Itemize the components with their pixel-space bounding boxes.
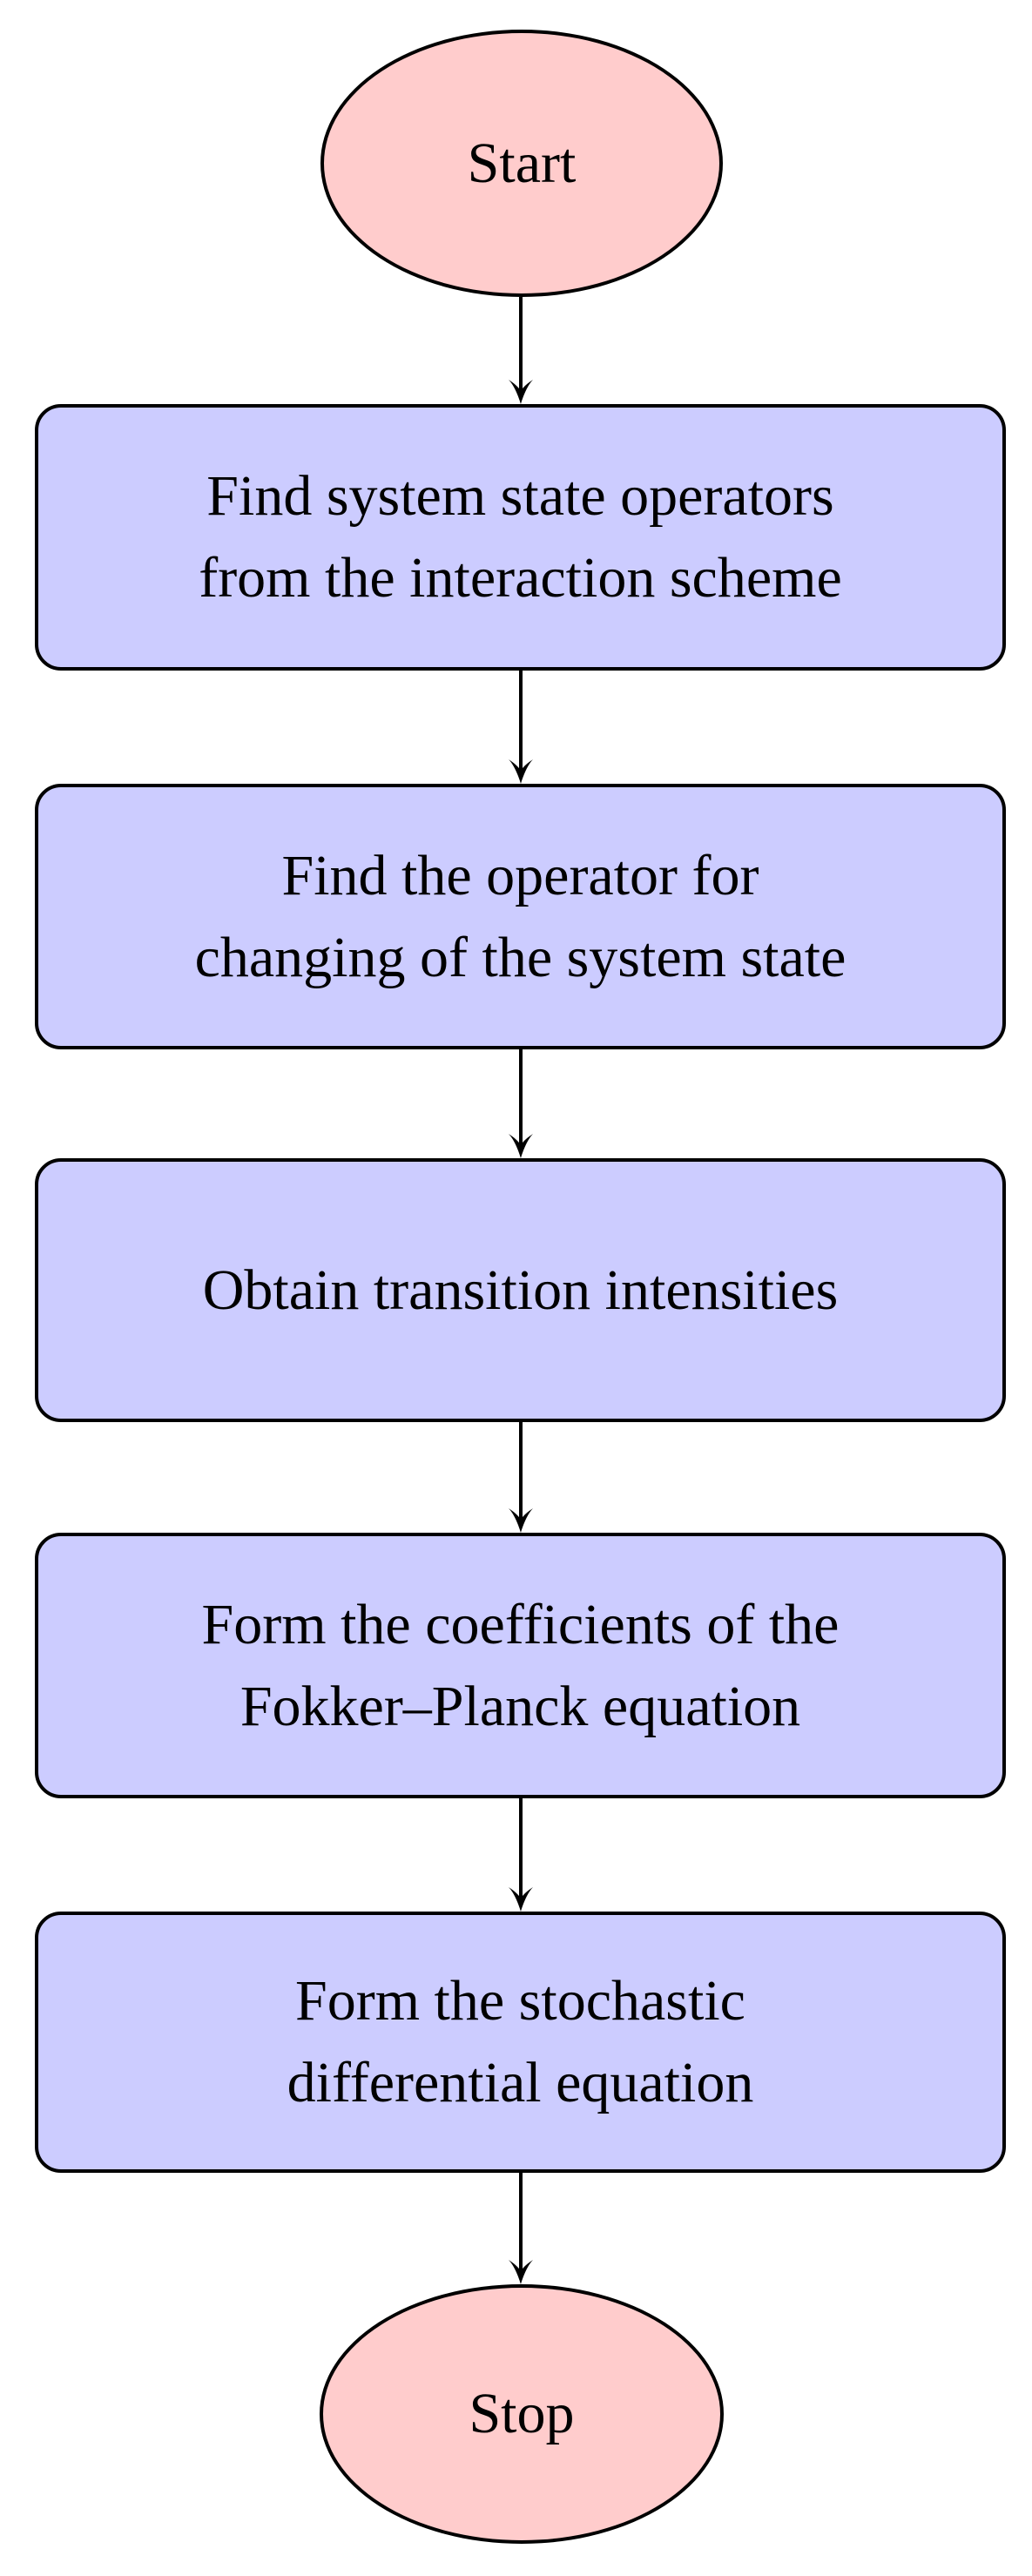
arrow-start-to-step1 [509, 297, 533, 404]
arrowhead-icon [509, 1134, 533, 1158]
process-step-3: Obtain transition intensities [35, 1158, 1006, 1422]
arrow-step3-to-step4 [509, 1422, 533, 1533]
process-step-5-line-2: differential equation [287, 2051, 754, 2114]
arrowhead-icon [509, 1508, 533, 1533]
process-step-4-line-2: Fokker–Planck equation [239, 1674, 801, 1738]
process-step-1: Find system state operators from the int… [35, 404, 1006, 671]
arrow-step5-to-stop [509, 2173, 533, 2284]
process-step-2: Find the operator for changing of the sy… [35, 784, 1006, 1049]
process-step-5-line-1: Form the stochastic [295, 1969, 745, 2033]
arrowhead-icon [509, 2260, 533, 2284]
stop-node: Stop [320, 2284, 724, 2544]
process-step-1-line-2: from the interaction scheme [199, 546, 842, 610]
stop-node-label: Stop [469, 2382, 575, 2445]
process-step-1-line-1: Find system state operators [206, 464, 834, 528]
process-step-2-line-2: changing of the system state [194, 925, 847, 989]
arrow-step2-to-step3 [509, 1049, 533, 1158]
process-step-4: Form the coefficients of the Fokker–Plan… [35, 1533, 1006, 1798]
process-step-2-line-1: Find the operator for [281, 843, 759, 907]
process-step-3-line-1: Obtain transition intensities [202, 1258, 839, 1322]
arrowhead-icon [509, 380, 533, 404]
arrowhead-icon [509, 759, 533, 784]
arrow-step1-to-step2 [509, 671, 533, 784]
start-node: Start [320, 30, 723, 297]
process-step-5: Form the stochastic differential equatio… [35, 1912, 1006, 2173]
process-step-4-line-1: Form the coefficients of the [201, 1592, 840, 1656]
arrow-step4-to-step5 [509, 1798, 533, 1912]
start-node-label: Start [467, 131, 577, 195]
arrowhead-icon [509, 1887, 533, 1912]
